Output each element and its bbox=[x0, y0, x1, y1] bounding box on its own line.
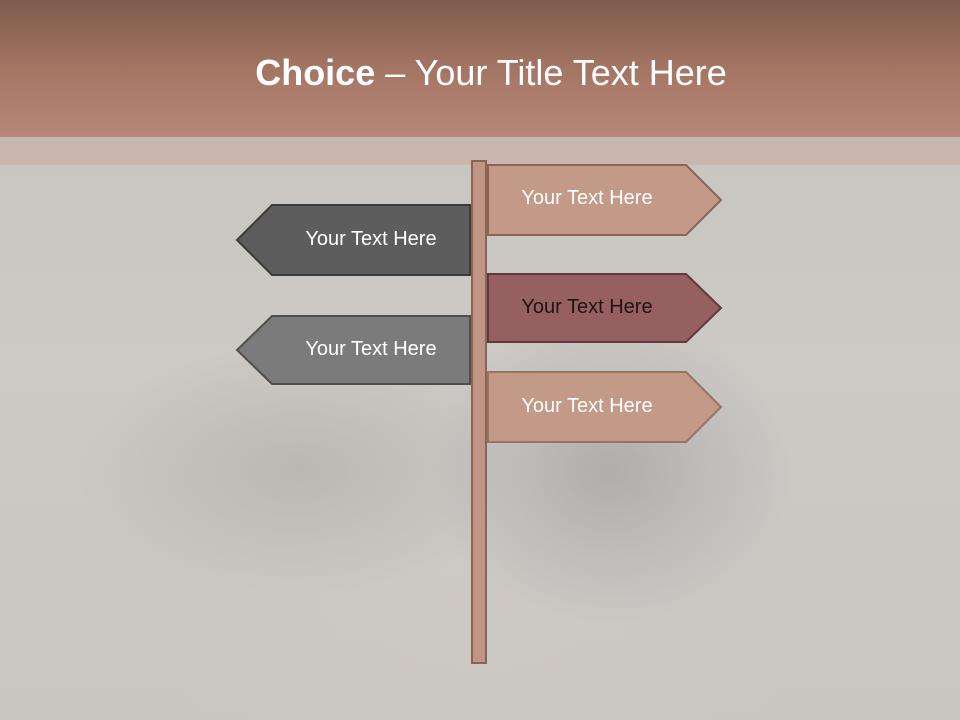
sign-arrow-left-1[interactable] bbox=[235, 204, 471, 276]
sign-label-5: Your Text Here bbox=[521, 395, 653, 417]
sign-label-4: Your Text Here bbox=[305, 338, 437, 360]
title-bar bbox=[0, 0, 960, 137]
slide-title[interactable]: Choice – Your Title Text Here bbox=[0, 52, 960, 94]
sign-label-2: Your Text Here bbox=[305, 228, 437, 250]
sign-arrow-left-2[interactable] bbox=[235, 315, 471, 385]
title-separator: – bbox=[375, 52, 415, 93]
sign-arrow-right-3[interactable] bbox=[487, 371, 723, 443]
signpost-pole bbox=[471, 160, 487, 664]
sign-arrow-right-2[interactable] bbox=[487, 273, 723, 343]
sign-label-3: Your Text Here bbox=[521, 296, 653, 318]
sign-arrow-right-1[interactable] bbox=[487, 164, 723, 236]
sign-label-1: Your Text Here bbox=[521, 187, 653, 209]
title-bold: Choice bbox=[255, 52, 376, 93]
title-text: Your Title Text Here bbox=[414, 52, 727, 93]
